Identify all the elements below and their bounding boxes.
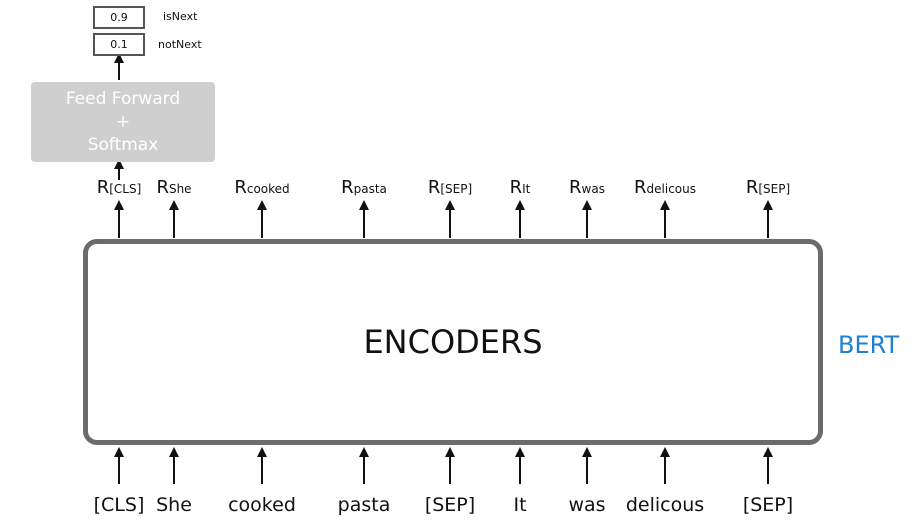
- encoders-box: ENCODERS: [83, 239, 823, 445]
- output-representation: R[SEP]: [746, 177, 790, 198]
- representation-subscript: pasta: [353, 182, 387, 196]
- input-token: [SEP]: [742, 494, 794, 516]
- isnext-probability-value: 0.9: [110, 11, 128, 24]
- representation-subscript: was: [581, 182, 605, 196]
- output-representation: RIt: [510, 177, 531, 198]
- output-representation: RShe: [156, 177, 191, 198]
- input-token: [SEP]: [424, 494, 476, 516]
- input-token: She: [156, 494, 192, 516]
- output-representation: Rwas: [569, 177, 605, 198]
- representation-prefix: R: [234, 177, 247, 198]
- isnext-probability-box: 0.9: [93, 6, 145, 29]
- representation-prefix: R: [96, 177, 110, 198]
- softmax-text: Softmax: [87, 134, 159, 155]
- isnext-label: isNext: [163, 10, 198, 23]
- representation-prefix: R: [509, 177, 523, 198]
- representation-prefix: R: [341, 177, 354, 198]
- input-token: cooked: [228, 494, 296, 516]
- plus-text: +: [115, 111, 131, 132]
- output-representation: Rdelicous: [634, 177, 696, 198]
- input-token: delicous: [625, 494, 705, 516]
- input-token: pasta: [337, 494, 391, 516]
- input-token: [CLS]: [93, 494, 145, 516]
- notnext-label: notNext: [158, 38, 202, 51]
- notnext-probability-box: 0.1: [93, 33, 145, 56]
- output-representation: R[SEP]: [428, 177, 472, 198]
- notnext-probability-value: 0.1: [110, 38, 128, 51]
- representation-subscript: It: [522, 182, 531, 196]
- representation-subscript: [SEP]: [758, 182, 791, 196]
- feed-forward-text: Feed Forward: [65, 88, 181, 109]
- representation-subscript: [SEP]: [440, 182, 473, 196]
- output-representation: R[CLS]: [97, 177, 142, 198]
- output-representation: Rcooked: [234, 177, 289, 198]
- bert-label: BERT: [838, 331, 900, 359]
- representation-subscript: delicous: [646, 182, 696, 196]
- feed-forward-softmax-box: Feed Forward + Softmax: [31, 82, 215, 162]
- output-representation: Rpasta: [341, 177, 387, 198]
- representation-subscript: [CLS]: [109, 182, 142, 196]
- input-token: was: [568, 494, 606, 516]
- input-token: It: [513, 494, 527, 516]
- representation-prefix: R: [156, 177, 169, 198]
- representation-prefix: R: [569, 177, 582, 198]
- encoders-label: ENCODERS: [363, 323, 543, 361]
- representation-prefix: R: [427, 177, 441, 198]
- representation-prefix: R: [745, 177, 759, 198]
- representation-subscript: cooked: [246, 182, 290, 196]
- representation-prefix: R: [634, 177, 647, 198]
- representation-subscript: She: [168, 182, 192, 196]
